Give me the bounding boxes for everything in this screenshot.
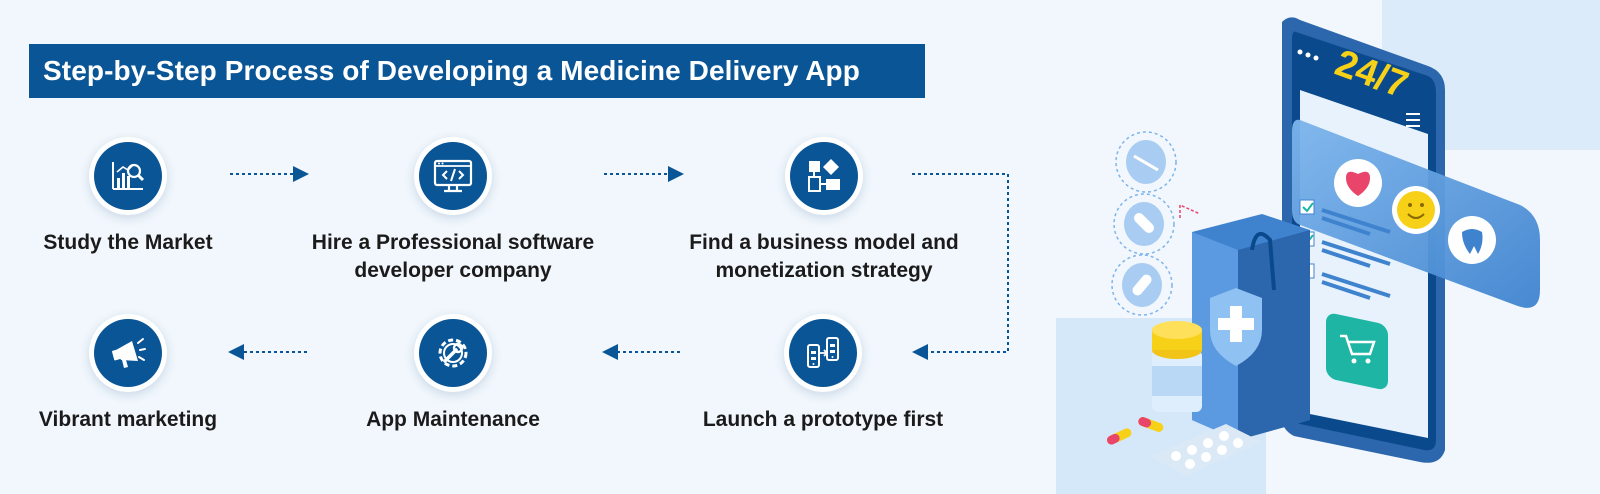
prototype-icon bbox=[807, 337, 839, 368]
page-title: Step-by-Step Process of Developing a Med… bbox=[29, 44, 925, 98]
maintenance-gear-icon bbox=[438, 338, 468, 368]
medicine-bag-illustration bbox=[1192, 214, 1310, 440]
step-vibrant-marketing: Vibrant marketing bbox=[0, 314, 298, 434]
step-hire-developer: Hire a Professional software developer c… bbox=[283, 137, 623, 285]
pill-bottle-illustration bbox=[1152, 321, 1202, 412]
step-label: Vibrant marketing bbox=[38, 408, 218, 431]
code-monitor-icon bbox=[433, 159, 473, 193]
megaphone-icon bbox=[112, 338, 146, 368]
market-research-icon bbox=[112, 162, 145, 190]
step-label: Study the Market bbox=[43, 231, 213, 254]
step-study-market: Study the Market bbox=[0, 137, 298, 257]
blister-pack-illustration bbox=[1107, 417, 1262, 476]
cart-icon bbox=[1326, 313, 1388, 390]
step-app-maintenance: App Maintenance bbox=[283, 314, 623, 434]
pills-illustration bbox=[1111, 131, 1201, 316]
arrow-step3-to-step4 bbox=[912, 173, 1009, 360]
step-label: Launch a prototype first bbox=[702, 408, 944, 431]
step-label: App Maintenance bbox=[366, 408, 540, 431]
business-model-icon bbox=[808, 159, 840, 192]
illustration: 24/7 bbox=[1056, 0, 1600, 494]
step-business-model: Find a business model and monetization s… bbox=[654, 137, 994, 285]
phone-illustration: 24/7 bbox=[1282, 17, 1540, 463]
step-launch-prototype: Launch a prototype first bbox=[653, 314, 993, 434]
step-label: Find a business model and monetization s… bbox=[689, 231, 959, 282]
step-label: Hire a Professional software developer c… bbox=[311, 231, 595, 282]
